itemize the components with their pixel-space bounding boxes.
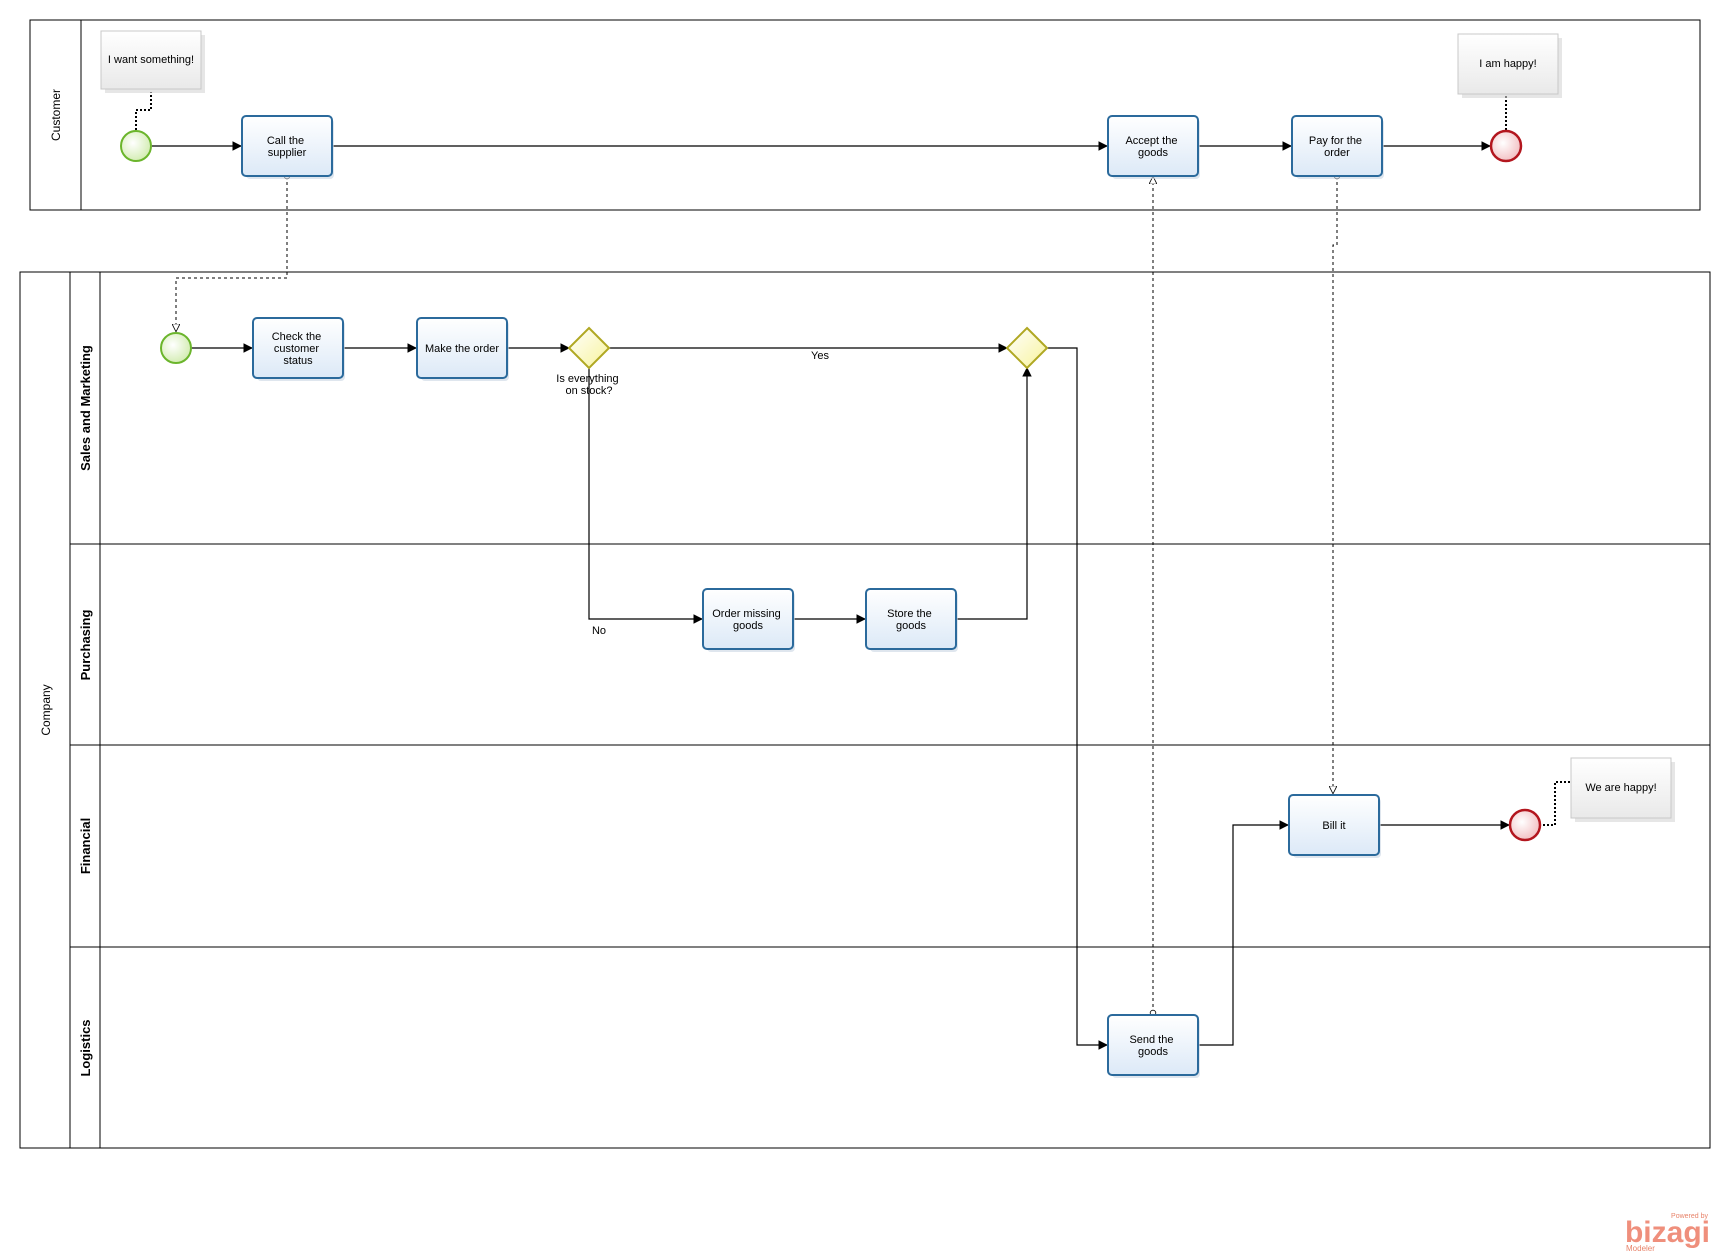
task-label: Make the order (425, 343, 499, 355)
flow-store-to-merge (955, 367, 1032, 620)
svg-text:Make the order: Make the order (425, 343, 499, 355)
association-we-happy (1543, 781, 1570, 826)
lane-label-purchasing: Purchasing (78, 610, 93, 681)
task-pay-order[interactable]: Pay for the order (1291, 115, 1384, 179)
annotation-we-are-happy[interactable]: We are happy! (1570, 757, 1675, 822)
task-label: Check the (272, 331, 322, 343)
flow-no (588, 368, 703, 624)
task-order-missing[interactable]: Order missing goods (702, 588, 795, 652)
task-accept-goods[interactable]: Accept the goods (1107, 115, 1200, 179)
svg-text:Pay for the order: Pay for the order (1309, 135, 1365, 159)
svg-text:Accept the goods: Accept the goods (1125, 135, 1180, 159)
brand-powered: Powered by (1671, 1213, 1708, 1220)
task-bill-it[interactable]: Bill it (1288, 794, 1381, 858)
annotation-i-am-happy[interactable]: I am happy! (1457, 33, 1562, 98)
gateway-label: Is everything (556, 373, 618, 385)
task-label: Pay for the (1309, 135, 1362, 147)
task-label: status (283, 355, 313, 367)
task-label: goods (733, 620, 763, 632)
end-event-customer[interactable] (1489, 129, 1523, 163)
task-call-supplier[interactable]: Call the supplier (241, 115, 334, 179)
task-store-goods[interactable]: Store the goods (865, 588, 958, 652)
svg-text:Call the supplier: Call the supplier (267, 135, 307, 159)
gateway-merge[interactable] (1005, 326, 1049, 370)
task-label: supplier (268, 147, 307, 159)
task-label: Order missing (712, 608, 780, 620)
message-call-to-company (176, 176, 287, 331)
task-make-order[interactable]: Make the order (416, 317, 509, 381)
bizagi-logo: Powered by bizagi Modeler (1625, 1213, 1710, 1253)
annotation-text: We are happy! (1585, 782, 1656, 794)
svg-text:Store the goods: Store the goods (887, 608, 935, 632)
associations (135, 92, 1570, 826)
company-pool-label: Company (39, 684, 53, 735)
end-event-company[interactable] (1508, 808, 1542, 842)
task-label: Bill it (1322, 820, 1345, 832)
flow-label-yes: Yes (811, 350, 829, 362)
svg-text:Bill it: Bill it (1322, 820, 1345, 832)
flow-send-to-bill (1198, 820, 1289, 1046)
svg-text:Send the goods: Send the goods (1129, 1034, 1176, 1058)
gateway-label: on stock? (565, 385, 612, 397)
task-label: goods (1138, 1046, 1168, 1058)
customer-pool-label: Customer (49, 89, 63, 141)
flow-label-no: No (592, 625, 606, 637)
svg-text:Check the customer: Check the customer status (272, 331, 325, 367)
flow-merge-to-send (1047, 347, 1108, 1050)
start-event-customer[interactable] (120, 130, 152, 162)
svg-text:Is everything on stock?: Is everything on stock? (556, 373, 621, 397)
annotation-text: I want something! (108, 54, 194, 66)
task-label: order (1324, 147, 1350, 159)
brand-product: Modeler (1626, 1244, 1655, 1253)
lane-label-sales: Sales and Marketing (78, 345, 93, 471)
company-pool: Company Sales and Marketing Purchasing F… (19, 271, 1711, 1149)
task-check-status[interactable]: Check the customer status (252, 317, 345, 381)
task-label: Accept the (1125, 135, 1177, 147)
svg-text:Order missing goods: Order missing goods (712, 608, 784, 632)
lane-label-financial: Financial (78, 818, 93, 874)
task-label: Store the (887, 608, 932, 620)
message-flows (176, 176, 1337, 1013)
task-label: Send the (1129, 1034, 1173, 1046)
annotation-want-something[interactable]: I want something! (100, 30, 205, 93)
brand-name: bizagi (1625, 1216, 1710, 1249)
task-label: goods (1138, 147, 1168, 159)
annotation-text: I am happy! (1479, 58, 1536, 70)
gateway-stock-check[interactable]: Is everything on stock? (556, 326, 621, 397)
task-send-goods[interactable]: Send the goods (1107, 1014, 1200, 1078)
lane-label-logistics: Logistics (78, 1019, 93, 1076)
sequence-flows (152, 141, 1510, 1050)
start-event-company[interactable] (160, 332, 192, 364)
task-label: Call the (267, 135, 304, 147)
association-want (135, 92, 152, 130)
task-label: goods (896, 620, 926, 632)
task-label: customer (274, 343, 320, 355)
